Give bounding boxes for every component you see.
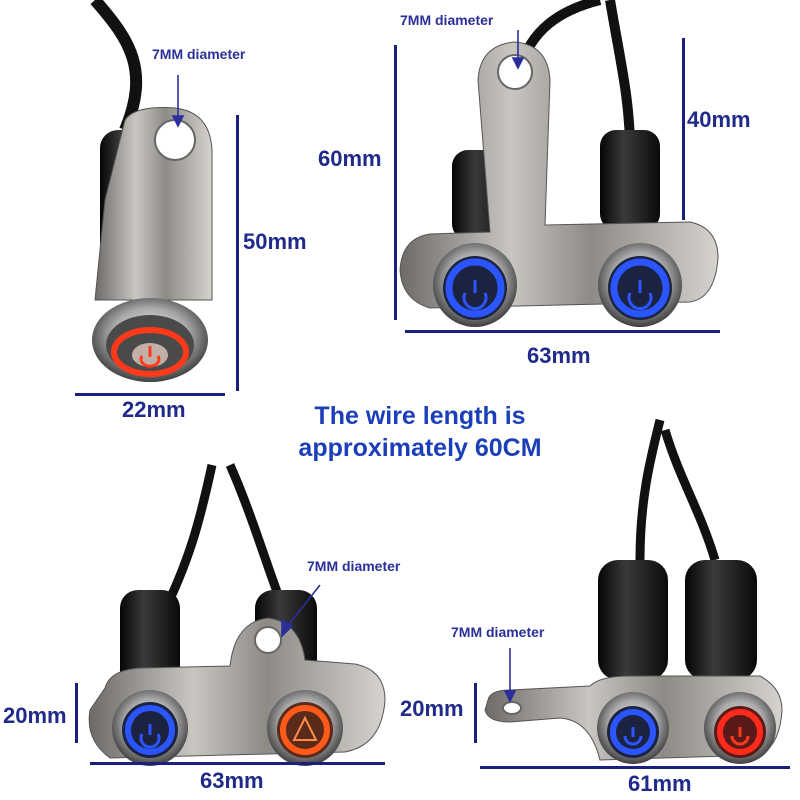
dimension-line-60mm <box>394 45 397 320</box>
hole-pointer-arrows <box>171 30 525 703</box>
top-left-width-label: 22mm <box>122 397 186 422</box>
dimension-line-22mm <box>75 393 225 396</box>
dimension-line-63mm-top <box>405 330 720 333</box>
double-switch-center-tab-photo <box>88 463 386 766</box>
top-left-height-label: 50mm <box>243 229 307 254</box>
top-right-height-stem-label: 40mm <box>687 107 751 132</box>
dimension-line-20mm-left <box>75 683 78 743</box>
bottom-left-hole-label: 7MM diameter <box>307 558 401 574</box>
bottom-right-width-label: 61mm <box>628 771 692 796</box>
dimension-line-40mm <box>682 38 685 220</box>
top-right-height-total-label: 60mm <box>318 146 382 171</box>
top-left-hole-label: 7MM diameter <box>152 46 246 62</box>
headline-line-1: The wire length is <box>314 402 526 430</box>
bottom-left-width-label: 63mm <box>200 768 264 793</box>
dimension-line-61mm <box>480 766 790 769</box>
dimension-line-63mm-bottom <box>90 762 385 765</box>
bottom-right-hole-label: 7MM diameter <box>451 624 545 640</box>
dimension-line-20mm-right <box>474 683 477 743</box>
bottom-left-height-label: 20mm <box>3 703 67 728</box>
top-right-hole-label: 7MM diameter <box>400 12 494 28</box>
headline-line-2: approximately 60CM <box>298 434 542 462</box>
bottom-right-height-label: 20mm <box>400 696 464 721</box>
top-right-width-label: 63mm <box>527 343 591 368</box>
double-switch-t-bracket-photo <box>399 0 719 327</box>
wire-length-headline: The wire length is approximately 60CM <box>270 400 570 464</box>
dimension-line-50mm <box>236 115 239 391</box>
double-switch-side-tab-photo <box>484 418 783 764</box>
single-switch-photo <box>90 0 213 382</box>
